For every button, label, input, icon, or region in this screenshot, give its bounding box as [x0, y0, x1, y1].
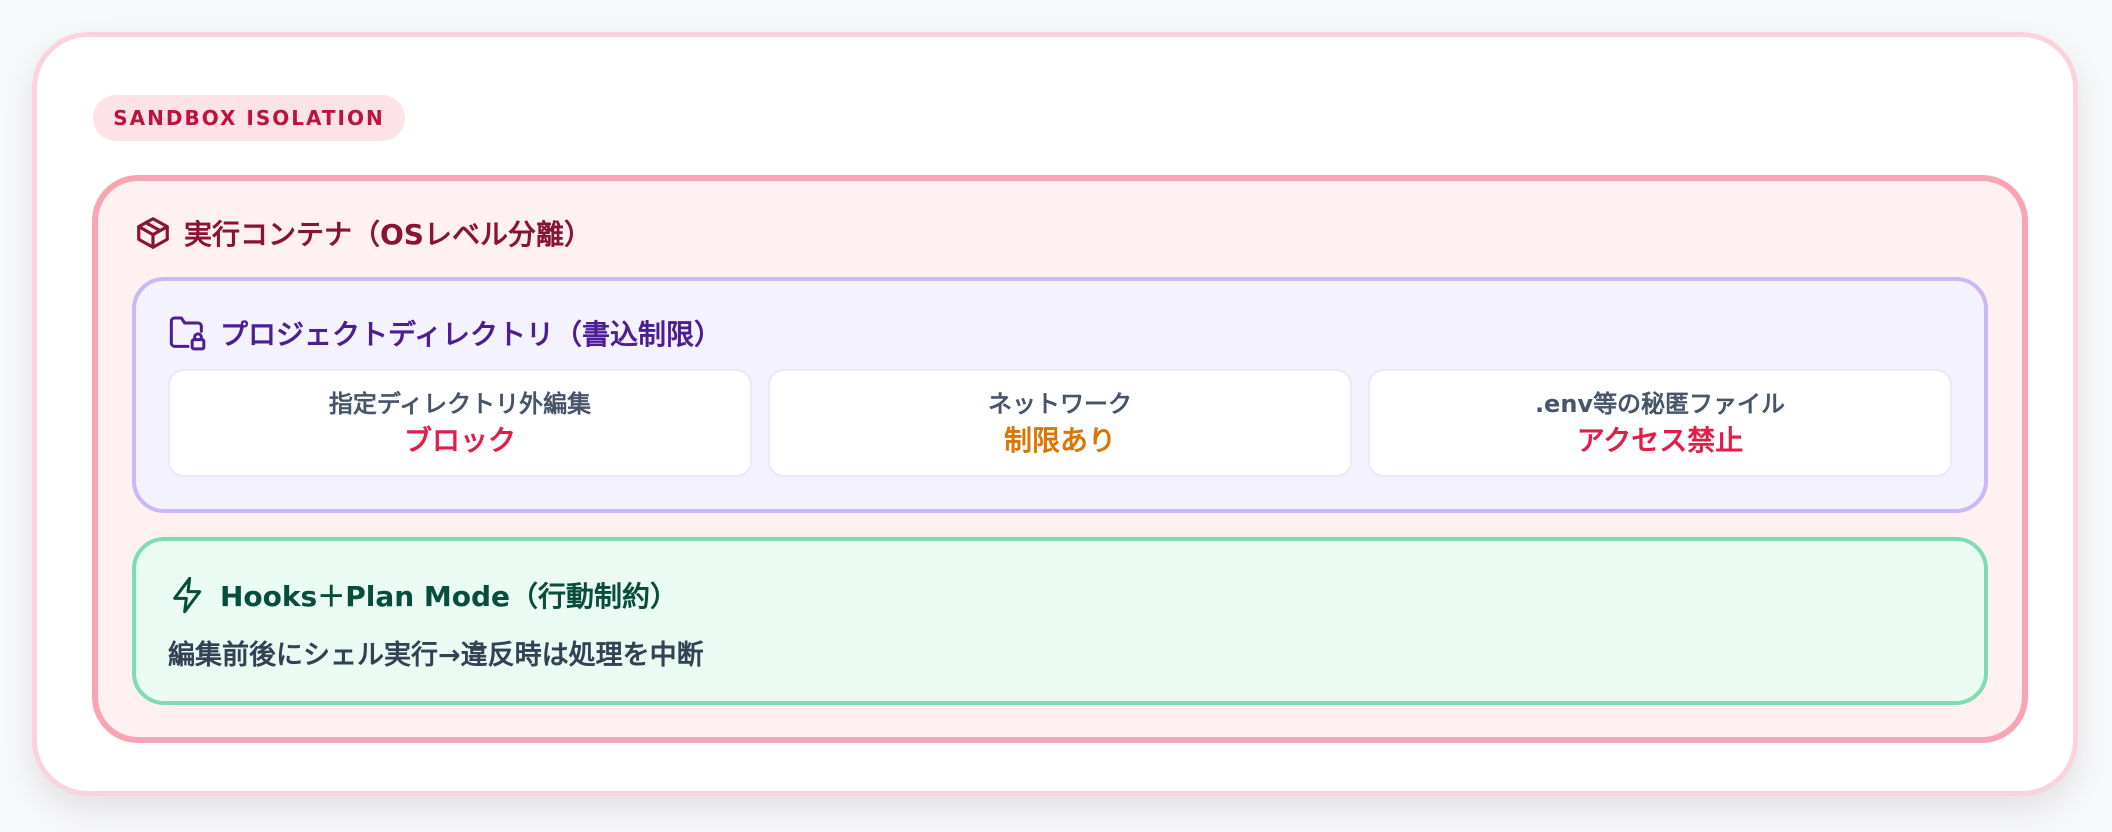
restriction-card-network: ネットワーク 制限あり [768, 369, 1352, 477]
restriction-value: 制限あり [1003, 424, 1116, 457]
hooks-plan-mode-box: Hooks＋Plan Mode（行動制約） 編集前後にシェル実行→違反時は処理を… [132, 537, 1988, 705]
restriction-value: アクセス禁止 [1576, 424, 1744, 457]
container-heading: 実行コンテナ（OSレベル分離） [134, 213, 592, 253]
hooks-heading: Hooks＋Plan Mode（行動制約） [168, 575, 678, 615]
restriction-label: .env等の秘匿ファイル [1534, 390, 1786, 418]
project-title: プロジェクトディレクトリ（書込制限） [220, 318, 723, 351]
container-title: 実行コンテナ（OSレベル分離） [184, 218, 592, 251]
restriction-value: ブロック [403, 424, 516, 457]
hooks-title: Hooks＋Plan Mode（行動制約） [220, 580, 679, 613]
sandbox-isolation-badge: SANDBOX ISOLATION [93, 95, 405, 141]
hooks-description: 編集前後にシェル実行→違反時は処理を中断 [168, 640, 704, 671]
lightning-icon [173, 576, 202, 614]
restriction-card-outside-edit: 指定ディレクトリ外編集 ブロック [168, 369, 752, 477]
restriction-card-secret-files: .env等の秘匿ファイル アクセス禁止 [1368, 369, 1952, 477]
folder-lock-icon [169, 316, 206, 351]
sandbox-card: SANDBOX ISOLATION 実行コンテナ（OSレベル分離） プロジェクト… [32, 32, 2078, 796]
package-icon [137, 217, 169, 249]
execution-container-box: 実行コンテナ（OSレベル分離） プロジェクトディレクトリ（書込制限） 指定ディレ… [92, 175, 2028, 743]
restriction-label: 指定ディレクトリ外編集 [328, 390, 592, 418]
project-heading: プロジェクトディレクトリ（書込制限） [168, 313, 722, 353]
project-directory-box: プロジェクトディレクトリ（書込制限） 指定ディレクトリ外編集 ブロック ネットワ… [132, 277, 1988, 513]
restriction-label: ネットワーク [988, 390, 1132, 418]
